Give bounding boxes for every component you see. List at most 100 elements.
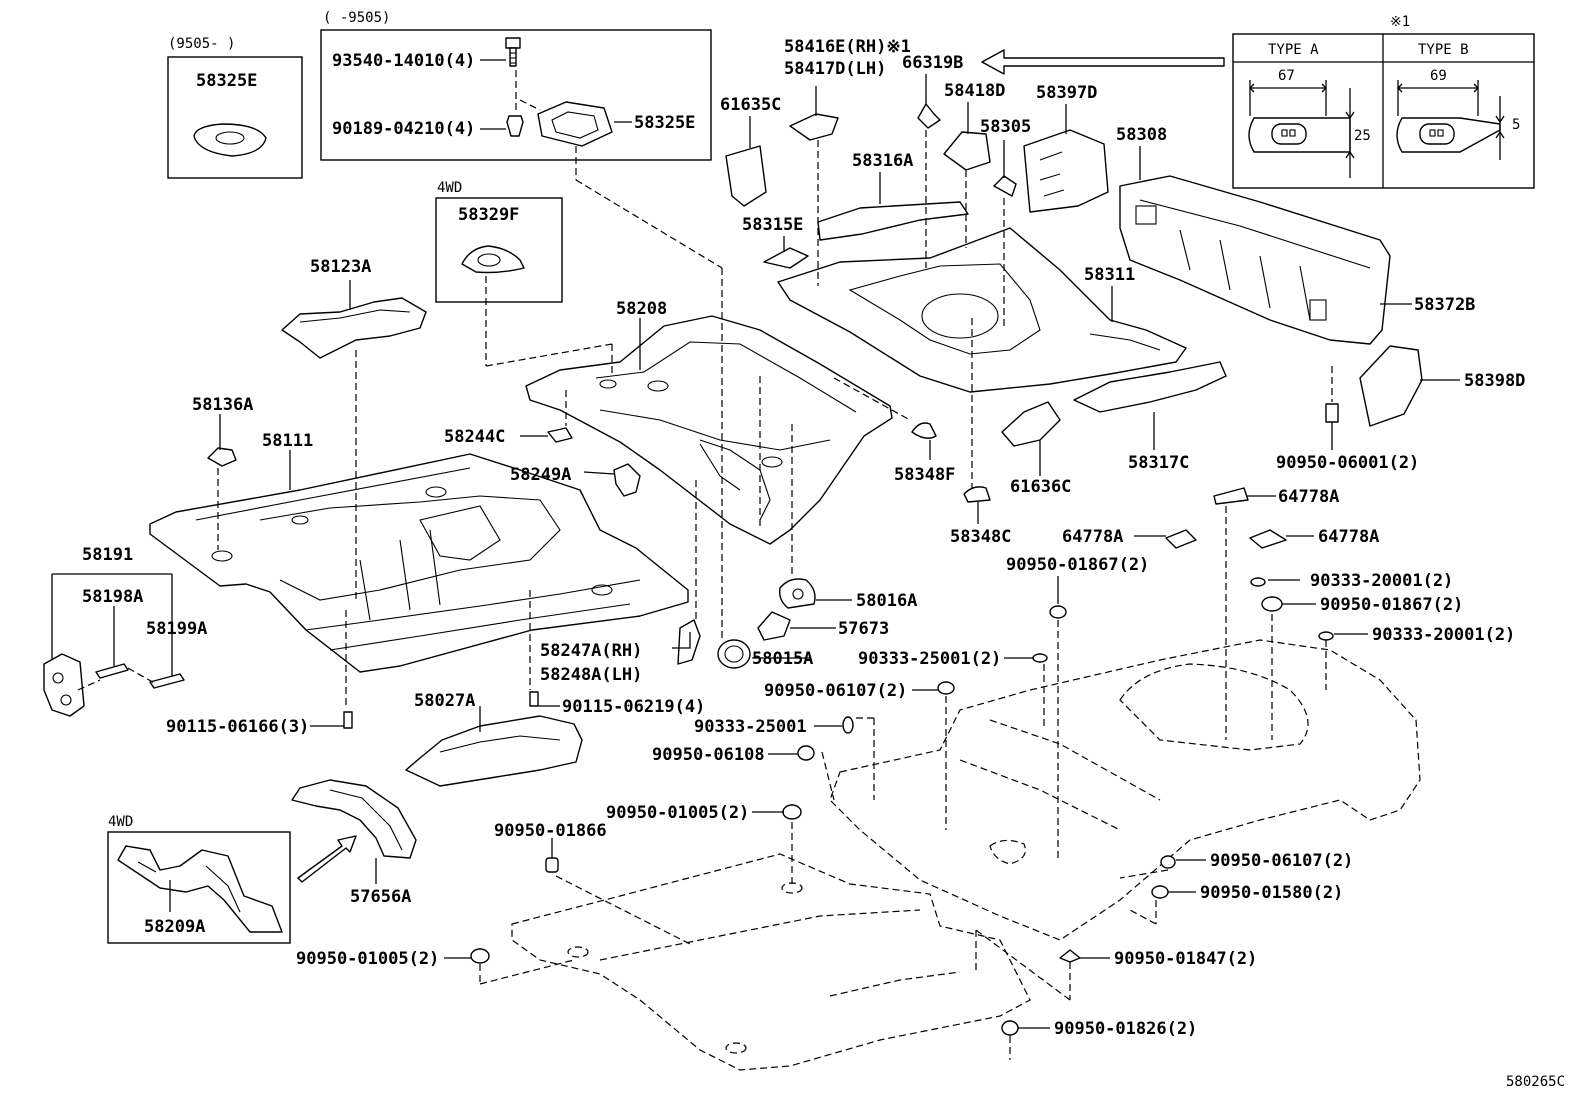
lower-rear-floor [829,639,1421,941]
part-58416e-shape [789,113,839,141]
part-58191-shape [43,653,85,717]
part-label-57656a: 57656A [350,887,411,907]
rear-panel-58308 [1119,175,1391,345]
part-label-58398d: 58398D [1464,371,1525,391]
part-label-64778a-3: 64778A [1318,527,1379,547]
part-label-58308: 58308 [1116,125,1167,145]
guide-lines [77,130,1333,1060]
part-label-93540-14010: 93540-14010(4) [332,51,475,71]
part-label-58316a: 58316A [852,151,913,171]
part-58136a-shape [207,447,237,467]
part-58249a-shape [613,463,641,497]
part-label-58417d: 58417D(LH) [784,59,886,79]
part-label-58416e: 58416E(RH)※1 [784,37,911,57]
part-57656a-shape [291,779,417,859]
part-label-90333-25001-a: 90333-25001(2) [858,649,1001,669]
part-label-90950-01867-b: 90950-01867(2) [1320,595,1463,615]
part-label-58329f: 58329F [458,205,519,225]
part-label-58372b: 58372B [1414,295,1475,315]
part-label-58198a: 58198A [82,587,143,607]
group-label-4wd-b: 4WD [108,814,133,830]
part-label-90950-01005-a: 90950-01005(2) [606,803,749,823]
part-57673-shape [757,611,791,641]
part-58317c-shape [1073,361,1227,413]
part-58348c-shape [963,486,991,503]
part-label-90950-01580: 90950-01580(2) [1200,883,1343,903]
part-label-58027a: 58027A [414,691,475,711]
part-66319b-shape [917,103,941,129]
part-label-58348c: 58348C [950,527,1011,547]
part-label-90115-06219: 90115-06219(4) [562,697,705,717]
box-early-group: ( -9505) [320,10,712,161]
part-label-58317c: 58317C [1128,453,1189,473]
group-label-late: (9505- ) [168,36,235,52]
part-label-58199a: 58199A [146,619,207,639]
front-floor-pan [149,453,689,673]
part-label-58325e-late: 58325E [196,71,257,91]
part-label-90333-20001-b: 90333-20001(2) [1372,625,1515,645]
part-label-58311: 58311 [1084,265,1135,285]
part-90950-06001-shape [1325,403,1339,423]
part-label-90950-01867-a: 90950-01867(2) [1006,555,1149,575]
box-4wd-b: 4WD [107,814,291,944]
type-b-heading: TYPE B [1418,42,1469,58]
part-label-58397d: 58397D [1036,83,1097,103]
part-label-61635c: 61635C [720,95,781,115]
leader-lines [51,59,1460,1029]
part-58398d-shape [1359,345,1423,427]
type-b-height: 5 [1512,117,1520,133]
part-label-90950-06001: 90950-06001(2) [1276,453,1419,473]
group-label-4wd-a: 4WD [437,180,462,196]
box-4wd-a: 4WD [435,180,563,303]
part-label-90115-06166: 90115-06166(3) [166,717,309,737]
part-label-90950-06108: 90950-06108 [652,745,765,765]
part-label-90950-01005-b: 90950-01005(2) [296,949,439,969]
part-label-90950-06107-b: 90950-06107(2) [1210,851,1353,871]
type-b-width: 69 [1430,68,1447,84]
bolt-icon [505,37,521,67]
part-label-58248a: 58248A(LH) [540,665,642,685]
part-label-58305: 58305 [980,117,1031,137]
part-58016a-shape [778,578,816,609]
part-58027a-shape [405,715,583,787]
part-label-64778a-1: 64778A [1278,487,1339,507]
part-label-58015a: 58015A [752,649,813,669]
part-label-58123a: 58123A [310,257,371,277]
part-label-58247a: 58247A(RH) [540,641,642,661]
part-label-90333-25001-b: 90333-25001 [694,717,807,737]
part-labels: 58325E 93540-14010(4) 90189-04210(4) 583… [82,37,1525,1039]
part-label-58208: 58208 [616,299,667,319]
part-label-90950-01866: 90950-01866 [494,821,607,841]
part-label-90950-06107-a: 90950-06107(2) [764,681,907,701]
part-label-90950-01826: 90950-01826(2) [1054,1019,1197,1039]
part-label-58244c: 58244C [444,427,505,447]
part-label-90950-01847: 90950-01847(2) [1114,949,1257,969]
part-label-58348f: 58348F [894,465,955,485]
note-table: ※1 TYPE A TYPE B 67 25 69 5 [1232,14,1535,189]
part-58397d-shape [1023,129,1109,213]
type-a-heading: TYPE A [1268,42,1319,58]
note-mark: ※1 [1390,14,1410,30]
part-58123a-shape [281,297,427,359]
part-58247a-shape [677,619,701,665]
part-58418d-shape [943,131,991,171]
plugs [343,577,1334,1036]
part-label-58249a: 58249A [510,465,571,485]
part-label-58209a: 58209A [144,917,205,937]
part-58015a-shape [717,639,751,669]
clip-icon [506,115,524,137]
part-label-61636c: 61636C [1010,477,1071,497]
type-a-width: 67 [1278,68,1295,84]
part-label-58325e-early: 58325E [634,113,695,133]
part-58316a-shape [817,201,969,241]
part-label-58111: 58111 [262,431,313,451]
rear-floor-58311 [777,227,1187,393]
group-label-early: ( -9505) [323,10,390,26]
diagram-code: 580265C [1506,1074,1565,1090]
type-a-height: 25 [1354,128,1371,144]
part-label-57673: 57673 [838,619,889,639]
part-label-58136a: 58136A [192,395,253,415]
part-label-90333-20001-a: 90333-20001(2) [1310,571,1453,591]
part-label-90189-04210: 90189-04210(4) [332,119,475,139]
